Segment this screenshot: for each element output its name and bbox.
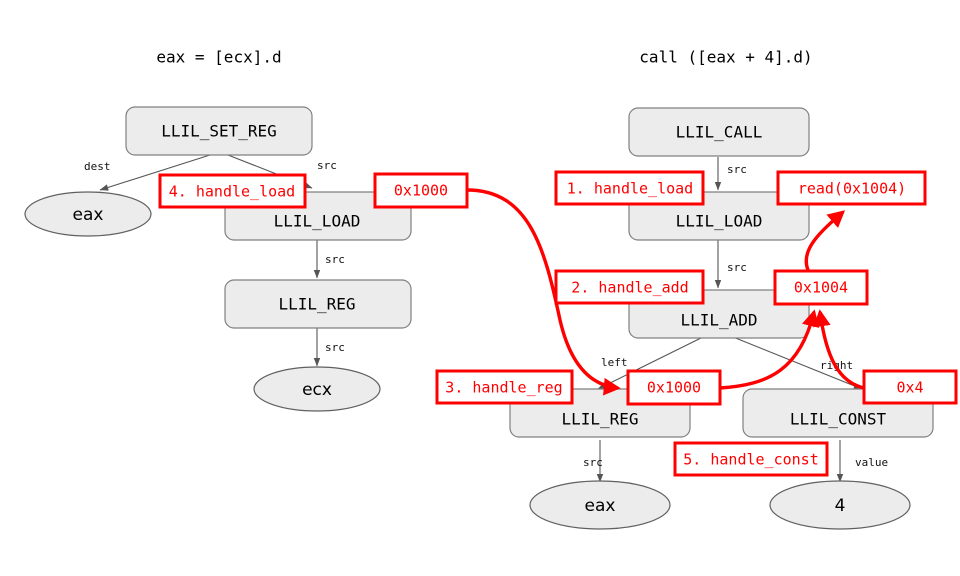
edge-label-src-reg-right: src — [583, 456, 603, 469]
annotation-value-0x4-rect — [862, 369, 958, 405]
annotation-step3-handle-reg[interactable]: 3. handle_reg — [435, 369, 574, 405]
edge-label-src-load-right: src — [727, 261, 747, 274]
node-llil-load-left-label: LLIL_LOAD — [274, 212, 361, 231]
node-llil-add-label: LLIL_ADD — [680, 311, 757, 330]
flow-arrow-0x4-to-0x1004 — [813, 309, 865, 390]
node-llil-reg-right-label: LLIL_REG — [561, 410, 638, 429]
node-llil-set-reg[interactable]: LLIL_SET_REG — [125, 106, 313, 156]
node-ecx[interactable]: ecx — [253, 366, 381, 412]
annotation-step3-handle-reg-rect — [435, 369, 574, 405]
annotation-left-value-0x1000-text: 0x1000 — [394, 182, 448, 200]
node-llil-load-right-label: LLIL_LOAD — [676, 212, 763, 231]
node-eax-right[interactable]: eax — [529, 480, 671, 530]
edge-add-const — [732, 336, 863, 390]
annotation-step5-handle-const-rect — [673, 441, 829, 477]
left-title: eax = [ecx].d — [156, 48, 281, 67]
annotation-value-0x1004-rect — [773, 269, 869, 306]
node-llil-set-reg-box — [125, 106, 313, 156]
edge-label-src-load: src — [325, 253, 345, 266]
flow-arrow-left0x1000-to-right0x1000 — [466, 188, 621, 396]
node-eax-right-ellipse — [529, 480, 671, 530]
edge-label-value: value — [855, 456, 888, 469]
edge-label-src-call: src — [727, 163, 747, 176]
node-four-label: 4 — [835, 496, 846, 516]
annotation-value-0x1004[interactable]: 0x1004 — [773, 269, 869, 306]
node-ecx-label: ecx — [302, 380, 332, 400]
annotation-value-0x4[interactable]: 0x4 — [862, 369, 958, 405]
annotation-step1-handle-load-rect — [554, 170, 705, 206]
flow-arrow-0x1004-to-read — [804, 210, 846, 271]
node-llil-reg-left[interactable]: LLIL_REG — [224, 279, 412, 329]
red-dataflow-arrows — [466, 188, 865, 396]
node-llil-const-label: LLIL_CONST — [790, 410, 887, 429]
node-llil-call-label: LLIL_CALL — [676, 123, 763, 142]
node-llil-call-box — [628, 107, 810, 157]
node-llil-call[interactable]: LLIL_CALL — [628, 107, 810, 157]
node-four[interactable]: 4 — [769, 480, 911, 530]
node-llil-set-reg-label: LLIL_SET_REG — [161, 122, 277, 141]
node-four-ellipse — [769, 480, 911, 530]
annotation-step2-handle-add-rect — [554, 269, 705, 305]
node-ecx-ellipse — [253, 366, 381, 412]
left-graph-edges: dest src src src — [84, 154, 345, 367]
annotation-step4-handle-load-rect — [158, 173, 307, 209]
annotation-read-result[interactable]: read(0x1004) — [776, 170, 927, 206]
edge-label-src-setreg: src — [317, 159, 337, 172]
annotation-step2-handle-add[interactable]: 2. handle_add — [554, 269, 705, 305]
flow-arrow-0x1000-to-0x1004 — [719, 309, 820, 390]
right-title: call ([eax + 4].d) — [639, 48, 812, 67]
annotation-right-value-0x1000-text: 0x1000 — [647, 379, 701, 397]
annotation-left-value-0x1000-rect — [373, 172, 469, 209]
edge-label-src-reg: src — [325, 341, 345, 354]
annotation-step5-handle-const[interactable]: 5. handle_const — [673, 441, 829, 477]
edge-label-left: left — [601, 356, 628, 369]
annotation-left-value-0x1000[interactable]: 0x1000 — [373, 172, 469, 209]
node-llil-reg-left-box — [224, 279, 412, 329]
annotation-read-result-rect — [776, 170, 927, 206]
annotation-step5-handle-const-text: 5. handle_const — [683, 451, 818, 469]
annotation-step4-handle-load-text: 4. handle_load — [169, 183, 295, 201]
annotation-right-value-0x1000-rect — [626, 369, 722, 406]
annotation-value-0x1004-text: 0x1004 — [794, 279, 848, 297]
node-eax-left[interactable]: eax — [24, 191, 152, 237]
annotation-right-value-0x1000[interactable]: 0x1000 — [626, 369, 722, 406]
node-eax-left-ellipse — [24, 191, 152, 237]
node-eax-left-label: eax — [73, 205, 104, 225]
annotation-step2-handle-add-text: 2. handle_add — [571, 279, 688, 297]
node-eax-right-label: eax — [585, 496, 616, 516]
annotation-value-0x4-text: 0x4 — [896, 379, 923, 397]
edge-label-dest: dest — [84, 160, 111, 173]
node-llil-reg-left-label: LLIL_REG — [278, 295, 355, 314]
annotation-step1-handle-load[interactable]: 1. handle_load — [554, 170, 705, 206]
annotation-step1-handle-load-text: 1. handle_load — [567, 180, 693, 198]
annotation-read-result-text: read(0x1004) — [798, 180, 906, 198]
annotation-step3-handle-reg-text: 3. handle_reg — [445, 379, 562, 397]
edge-setreg-eax — [99, 154, 211, 191]
annotation-step4-handle-load[interactable]: 4. handle_load — [158, 173, 307, 209]
